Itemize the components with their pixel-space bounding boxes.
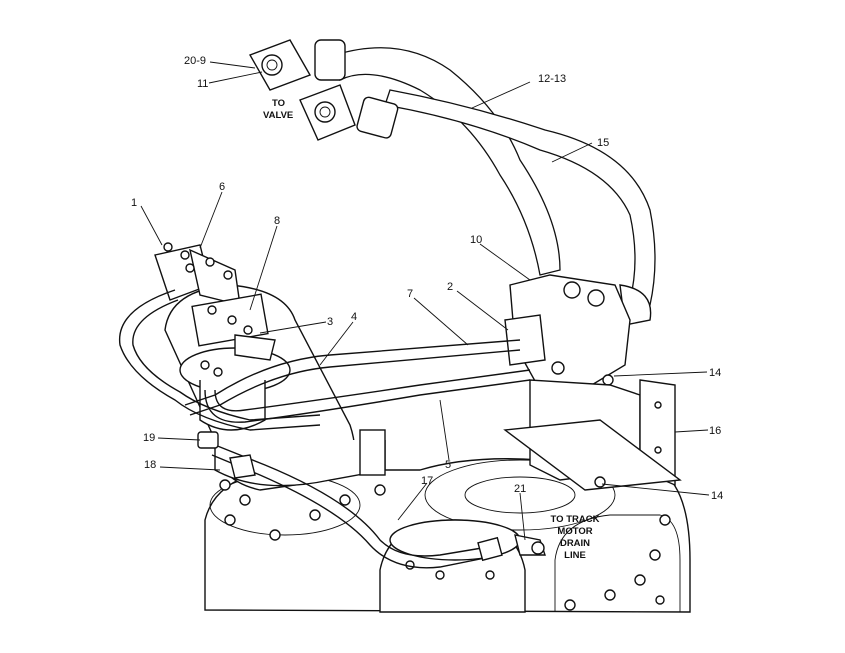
callout-labels: 1 6 8 3 4 7 2 10 12-13 15 14 16 14 5 17 …: [131, 55, 723, 502]
callout-3: 3: [327, 316, 333, 328]
crossover-valve: [504, 274, 631, 396]
note-track-line3: DRAIN: [560, 538, 590, 549]
flex-hose-12-13: [314, 39, 561, 276]
callout-1: 1: [131, 197, 137, 209]
callout-10: 10: [470, 234, 482, 246]
note-to-valve: TO VALVE: [263, 98, 293, 121]
callout-21: 21: [514, 483, 526, 495]
housing-bolts: [219, 479, 671, 611]
valve-bracket: [503, 379, 682, 491]
note-to-valve-line2: VALVE: [263, 110, 293, 121]
flange-lower: [299, 84, 356, 141]
callout-4: 4: [351, 311, 357, 323]
flex-hose-15: [356, 89, 656, 326]
rigid-tube-7: [184, 339, 521, 416]
callout-19: 19: [143, 432, 155, 444]
leader-lines: [140, 61, 710, 541]
drain-line-17: [197, 431, 546, 569]
callout-12-13: 12-13: [538, 73, 566, 85]
manifold-clamp-block: [154, 242, 276, 377]
note-track-motor-drain: TO TRACK MOTOR DRAIN LINE: [551, 514, 600, 561]
callout-20-9: 20-9: [184, 55, 206, 67]
callout-16: 16: [709, 425, 721, 437]
callout-7: 7: [407, 288, 413, 300]
note-to-valve-line1: TO: [272, 98, 285, 109]
note-track-line2: MOTOR: [557, 526, 592, 537]
callout-14-lower: 14: [711, 490, 723, 502]
callout-6: 6: [219, 181, 225, 193]
callout-17: 17: [421, 475, 433, 487]
callout-5: 5: [445, 459, 451, 471]
note-track-line4: LINE: [564, 550, 586, 561]
note-track-line1: TO TRACK: [551, 514, 600, 525]
flange-upper: [248, 39, 312, 91]
callout-2: 2: [447, 281, 453, 293]
callout-11: 11: [197, 78, 208, 90]
callout-15: 15: [597, 137, 609, 149]
callout-14-upper: 14: [709, 367, 721, 379]
rigid-tube-loop: [118, 289, 321, 431]
callout-18: 18: [144, 459, 156, 471]
swing-drive-housing: [204, 458, 691, 613]
callout-8: 8: [274, 215, 280, 227]
